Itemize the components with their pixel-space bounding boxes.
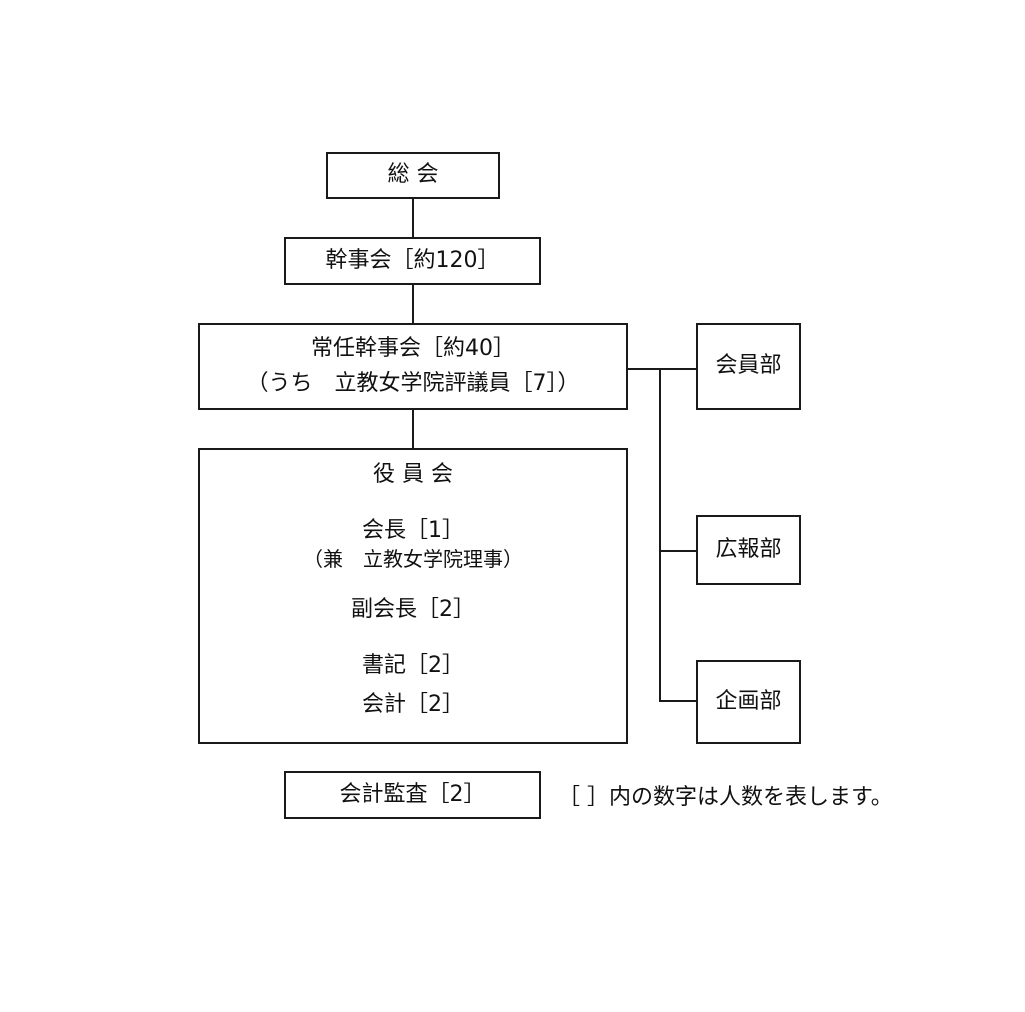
- standing-board-title: 常任幹事会［約40］: [311, 335, 515, 361]
- vice-president-label: 副会長［2］: [351, 596, 475, 622]
- treasurer-label: 会計［2］: [362, 691, 464, 717]
- connector-to-pr-dept: [659, 550, 697, 552]
- connector-standing-to-officers: [412, 408, 414, 449]
- planning-dept-label: 企画部: [715, 688, 782, 714]
- board-of-secretaries-box: 幹事会［約120］: [284, 237, 541, 285]
- standing-board-subtitle: （うち 立教女学院評議員［7］）: [246, 371, 580, 397]
- board-of-secretaries-label: 幹事会［約120］: [325, 247, 500, 273]
- president-label: 会長［1］: [362, 518, 464, 544]
- membership-dept-label: 会員部: [715, 353, 782, 379]
- standing-board-box: 常任幹事会［約40］ （うち 立教女学院評議員［7］）: [198, 323, 628, 410]
- general-meeting-box: 総 会: [326, 152, 500, 199]
- connector-board-to-standing: [412, 283, 414, 324]
- auditor-box: 会計監査［2］: [284, 771, 541, 819]
- general-meeting-label: 総 会: [387, 162, 439, 188]
- secretary-label: 書記［2］: [362, 653, 464, 679]
- connector-to-planning-dept: [659, 700, 697, 702]
- pr-dept-box: 広報部: [696, 515, 801, 585]
- president-note: （兼 立教女学院理事）: [303, 546, 523, 571]
- department-trunk-line: [659, 368, 661, 702]
- pr-dept-label: 広報部: [715, 536, 782, 562]
- legend-note: ［ ］内の数字は人数を表します。: [558, 785, 893, 810]
- officers-title: 役 員 会: [373, 462, 453, 487]
- auditor-label: 会計監査［2］: [339, 781, 486, 807]
- membership-dept-box: 会員部: [696, 323, 801, 410]
- planning-dept-box: 企画部: [696, 660, 801, 744]
- connector-standing-to-departments: [626, 368, 697, 370]
- officers-box: 役 員 会 会長［1］ （兼 立教女学院理事） 副会長［2］ 書記［2］ 会計［…: [198, 448, 628, 744]
- connector-general-to-board: [412, 198, 414, 238]
